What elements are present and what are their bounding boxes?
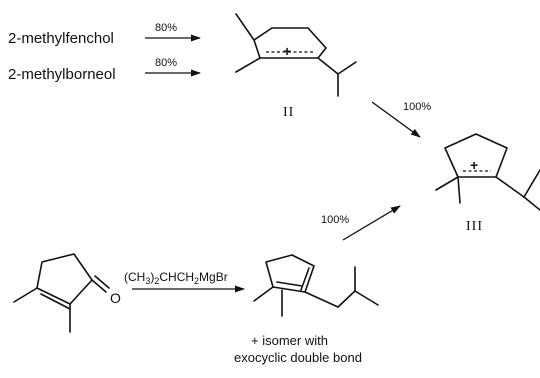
yield-II-to-III: 100%	[403, 101, 431, 113]
product-note-line1: + isomer with	[251, 333, 328, 348]
cation-II-charge: +	[283, 43, 291, 59]
grignard-reagent: (CH3)2CHCH2MgBr	[124, 270, 228, 286]
cation-III-charge: +	[470, 157, 478, 173]
arrow-diene-to-III	[342, 205, 401, 241]
cation-II-structure: +	[235, 13, 357, 97]
yield-borneol-to-II: 80%	[155, 57, 177, 69]
cation-II-label: II	[283, 105, 294, 120]
arrow-II-to-III	[371, 101, 421, 138]
ketone-structure: O	[13, 253, 121, 333]
reactant-2-methylborneol: 2-methylborneol	[8, 66, 116, 83]
reactant-2-methylfenchol: 2-methylfenchol	[8, 30, 114, 47]
yield-fenchol-to-II: 80%	[155, 22, 177, 34]
cation-III-label: III	[466, 219, 483, 234]
diene-product-structure	[253, 254, 379, 317]
product-note-line2: exocyclic double bond	[234, 350, 362, 365]
carbonyl-oxygen: O	[110, 290, 121, 306]
cation-III-structure: +	[435, 133, 540, 211]
yield-diene-to-III: 100%	[321, 214, 349, 226]
